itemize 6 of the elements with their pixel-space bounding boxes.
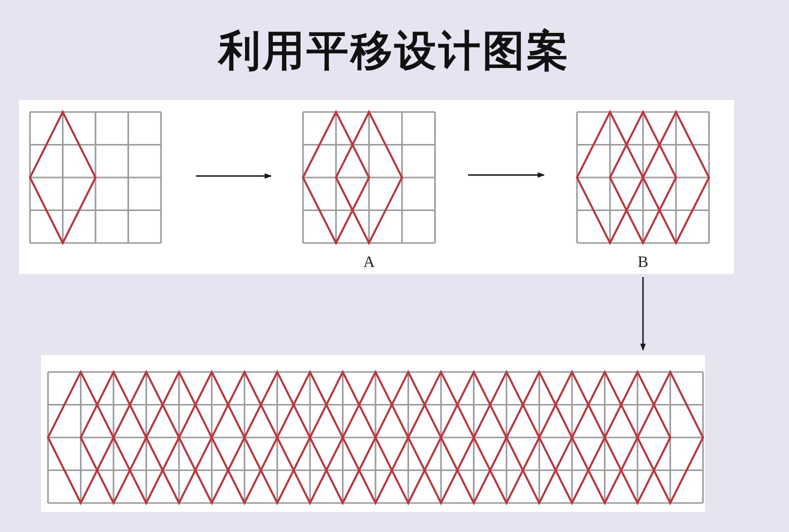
node-label: B <box>638 254 648 272</box>
title: 利用平移设计图案 <box>218 25 570 77</box>
arrow <box>468 172 545 178</box>
node-label: A <box>363 254 375 272</box>
arrow <box>640 277 646 351</box>
arrow <box>196 173 272 179</box>
